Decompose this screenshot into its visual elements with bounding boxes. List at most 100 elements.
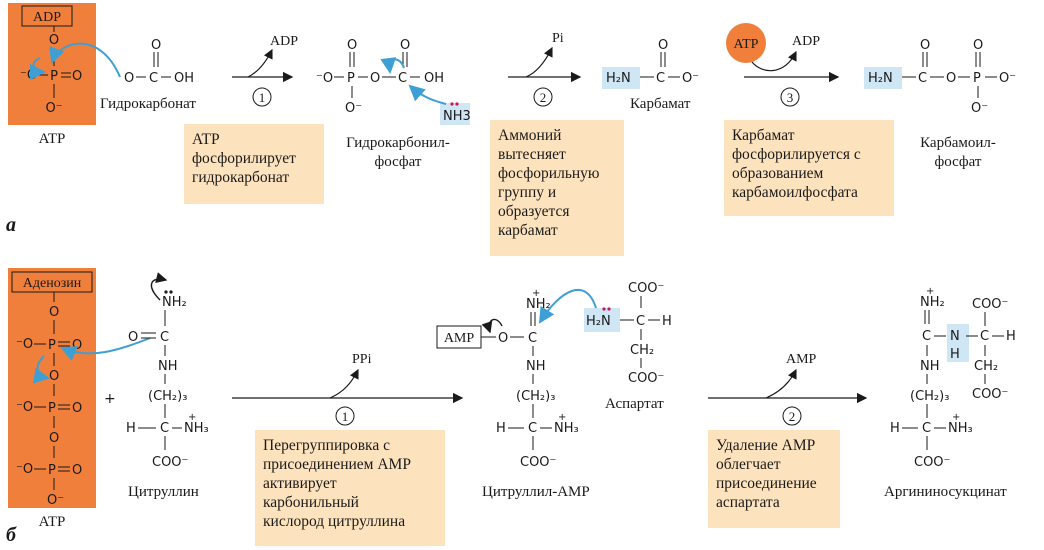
svg-text:C: C (528, 421, 537, 436)
svg-text:C: C (922, 329, 931, 344)
atp-block-b (8, 268, 96, 508)
svg-text:CH₂: CH₂ (974, 359, 998, 374)
svg-text:O: O (72, 69, 82, 84)
step1-note-b: Перегруппировка с присоединением AMP акт… (255, 430, 445, 546)
atom-o: O (49, 33, 59, 48)
svg-text:P: P (347, 71, 355, 86)
svg-text:O: O (128, 330, 138, 345)
svg-text:O: O (920, 38, 930, 53)
svg-text:⁻O: ⁻O (16, 400, 33, 415)
argininosuccinate-label: Аргининосукцинат (884, 484, 1007, 500)
svg-text:NH: NH (526, 359, 546, 374)
step1-number-b: 1 (342, 409, 349, 424)
aspartate-label: Аспартат (605, 396, 664, 412)
svg-text:COO⁻: COO⁻ (628, 281, 664, 296)
step2-number-b: 2 (789, 409, 796, 424)
step1-number-a-circle (252, 87, 272, 107)
svg-text:C: C (980, 329, 989, 344)
svg-text:O: O (658, 38, 668, 53)
svg-text:O: O (124, 71, 134, 86)
svg-text:C: C (922, 421, 931, 436)
svg-text:OH: OH (424, 71, 444, 86)
svg-text:O⁻: O⁻ (345, 101, 362, 116)
svg-text:(CH₂)₃: (CH₂)₃ (910, 389, 949, 404)
svg-text:H: H (496, 421, 506, 436)
svg-text:C: C (149, 71, 158, 86)
svg-text:H₂N: H₂N (586, 314, 611, 329)
svg-text:H₂N: H₂N (868, 71, 893, 86)
ammonia-highlight (440, 103, 470, 125)
citrulline-label: Цитруллин (128, 484, 199, 500)
svg-text:⁻O: ⁻O (20, 68, 37, 83)
carbamoyl-phosphate-label: Карбамоил- фосфат (920, 135, 996, 170)
svg-text:P: P (48, 463, 56, 478)
svg-text:⁻O: ⁻O (16, 337, 33, 352)
svg-text:O: O (72, 463, 82, 478)
carbamate-label: Карбамат (630, 96, 691, 112)
svg-text:H: H (662, 314, 672, 329)
svg-text:+: + (926, 286, 934, 297)
svg-text:COO⁻: COO⁻ (628, 371, 664, 386)
svg-text:O: O (72, 401, 82, 416)
svg-text:H₂N: H₂N (606, 71, 631, 86)
intermediate1-label: Гидрокарбонил- фосфат (346, 135, 450, 170)
step2-note-b: Удаление AMP облегчает присоединение асп… (708, 430, 840, 528)
svg-text:O: O (400, 38, 410, 53)
svg-text:N: N (950, 329, 960, 344)
step2-product-a: Pi (552, 31, 564, 46)
svg-text:COO⁻: COO⁻ (972, 297, 1008, 312)
svg-text:OH: OH (174, 71, 194, 86)
step3-number-a: 3 (787, 90, 794, 105)
svg-text:O: O (49, 369, 59, 384)
svg-text:⁻O: ⁻O (316, 71, 333, 86)
atp-circle-a3 (726, 23, 766, 63)
svg-text:C: C (636, 314, 645, 329)
svg-text:+: + (558, 412, 566, 423)
atom-p: P (50, 69, 58, 84)
svg-text:NH₂: NH₂ (162, 295, 187, 310)
attack-arrow-a1 (49, 42, 121, 78)
svg-text:CH₂: CH₂ (630, 343, 654, 358)
svg-text:⁻O: ⁻O (16, 462, 33, 477)
svg-text:O: O (498, 331, 508, 346)
svg-text:+: + (188, 412, 196, 423)
svg-text:COO⁻: COO⁻ (152, 455, 188, 470)
adp-box-a (21, 5, 73, 27)
svg-text:O: O (49, 431, 59, 446)
svg-text:(CH₂)₃: (CH₂)₃ (516, 389, 555, 404)
svg-text:COO⁻: COO⁻ (520, 455, 556, 470)
atp-label-a: ATP (39, 131, 66, 147)
svg-text:C: C (528, 331, 537, 346)
svg-text:O: O (946, 71, 956, 86)
svg-text:O: O (370, 71, 380, 86)
svg-text:NH₃: NH₃ (554, 421, 579, 436)
svg-text:O: O (151, 38, 161, 53)
svg-text:O: O (973, 38, 983, 53)
step2-product-b: AMP (786, 352, 817, 367)
svg-text:C: C (398, 71, 407, 86)
svg-text:COO⁻: COO⁻ (972, 387, 1008, 402)
svg-text:NH₂: NH₂ (920, 295, 945, 310)
svg-text:P: P (48, 338, 56, 353)
amp-box-label: AMP (444, 331, 475, 346)
adenosine-label: Аденозин (23, 276, 82, 291)
svg-text:O⁻: O⁻ (47, 493, 64, 508)
svg-text:O: O (72, 338, 82, 353)
svg-text:C: C (160, 421, 169, 436)
svg-text:NH₃: NH₃ (184, 421, 209, 436)
svg-text:H: H (950, 347, 960, 362)
svg-text:NH₃: NH₃ (948, 421, 973, 436)
step1-note-a: ATP фосфорилирует гидрокарбонат (184, 124, 324, 204)
step2-number-a: 2 (540, 90, 547, 105)
step3-reactant-a: ATP (734, 37, 759, 52)
panel-b-letter: б (6, 524, 16, 546)
svg-text:COO⁻: COO⁻ (914, 455, 950, 470)
svg-text:NH: NH (920, 359, 940, 374)
svg-text:NH: NH (158, 359, 178, 374)
adenosine-box (11, 271, 93, 293)
svg-text:P: P (48, 401, 56, 416)
citrullyl-amp-label: Цитруллил-AMP (482, 484, 590, 500)
svg-text:+: + (952, 412, 960, 423)
